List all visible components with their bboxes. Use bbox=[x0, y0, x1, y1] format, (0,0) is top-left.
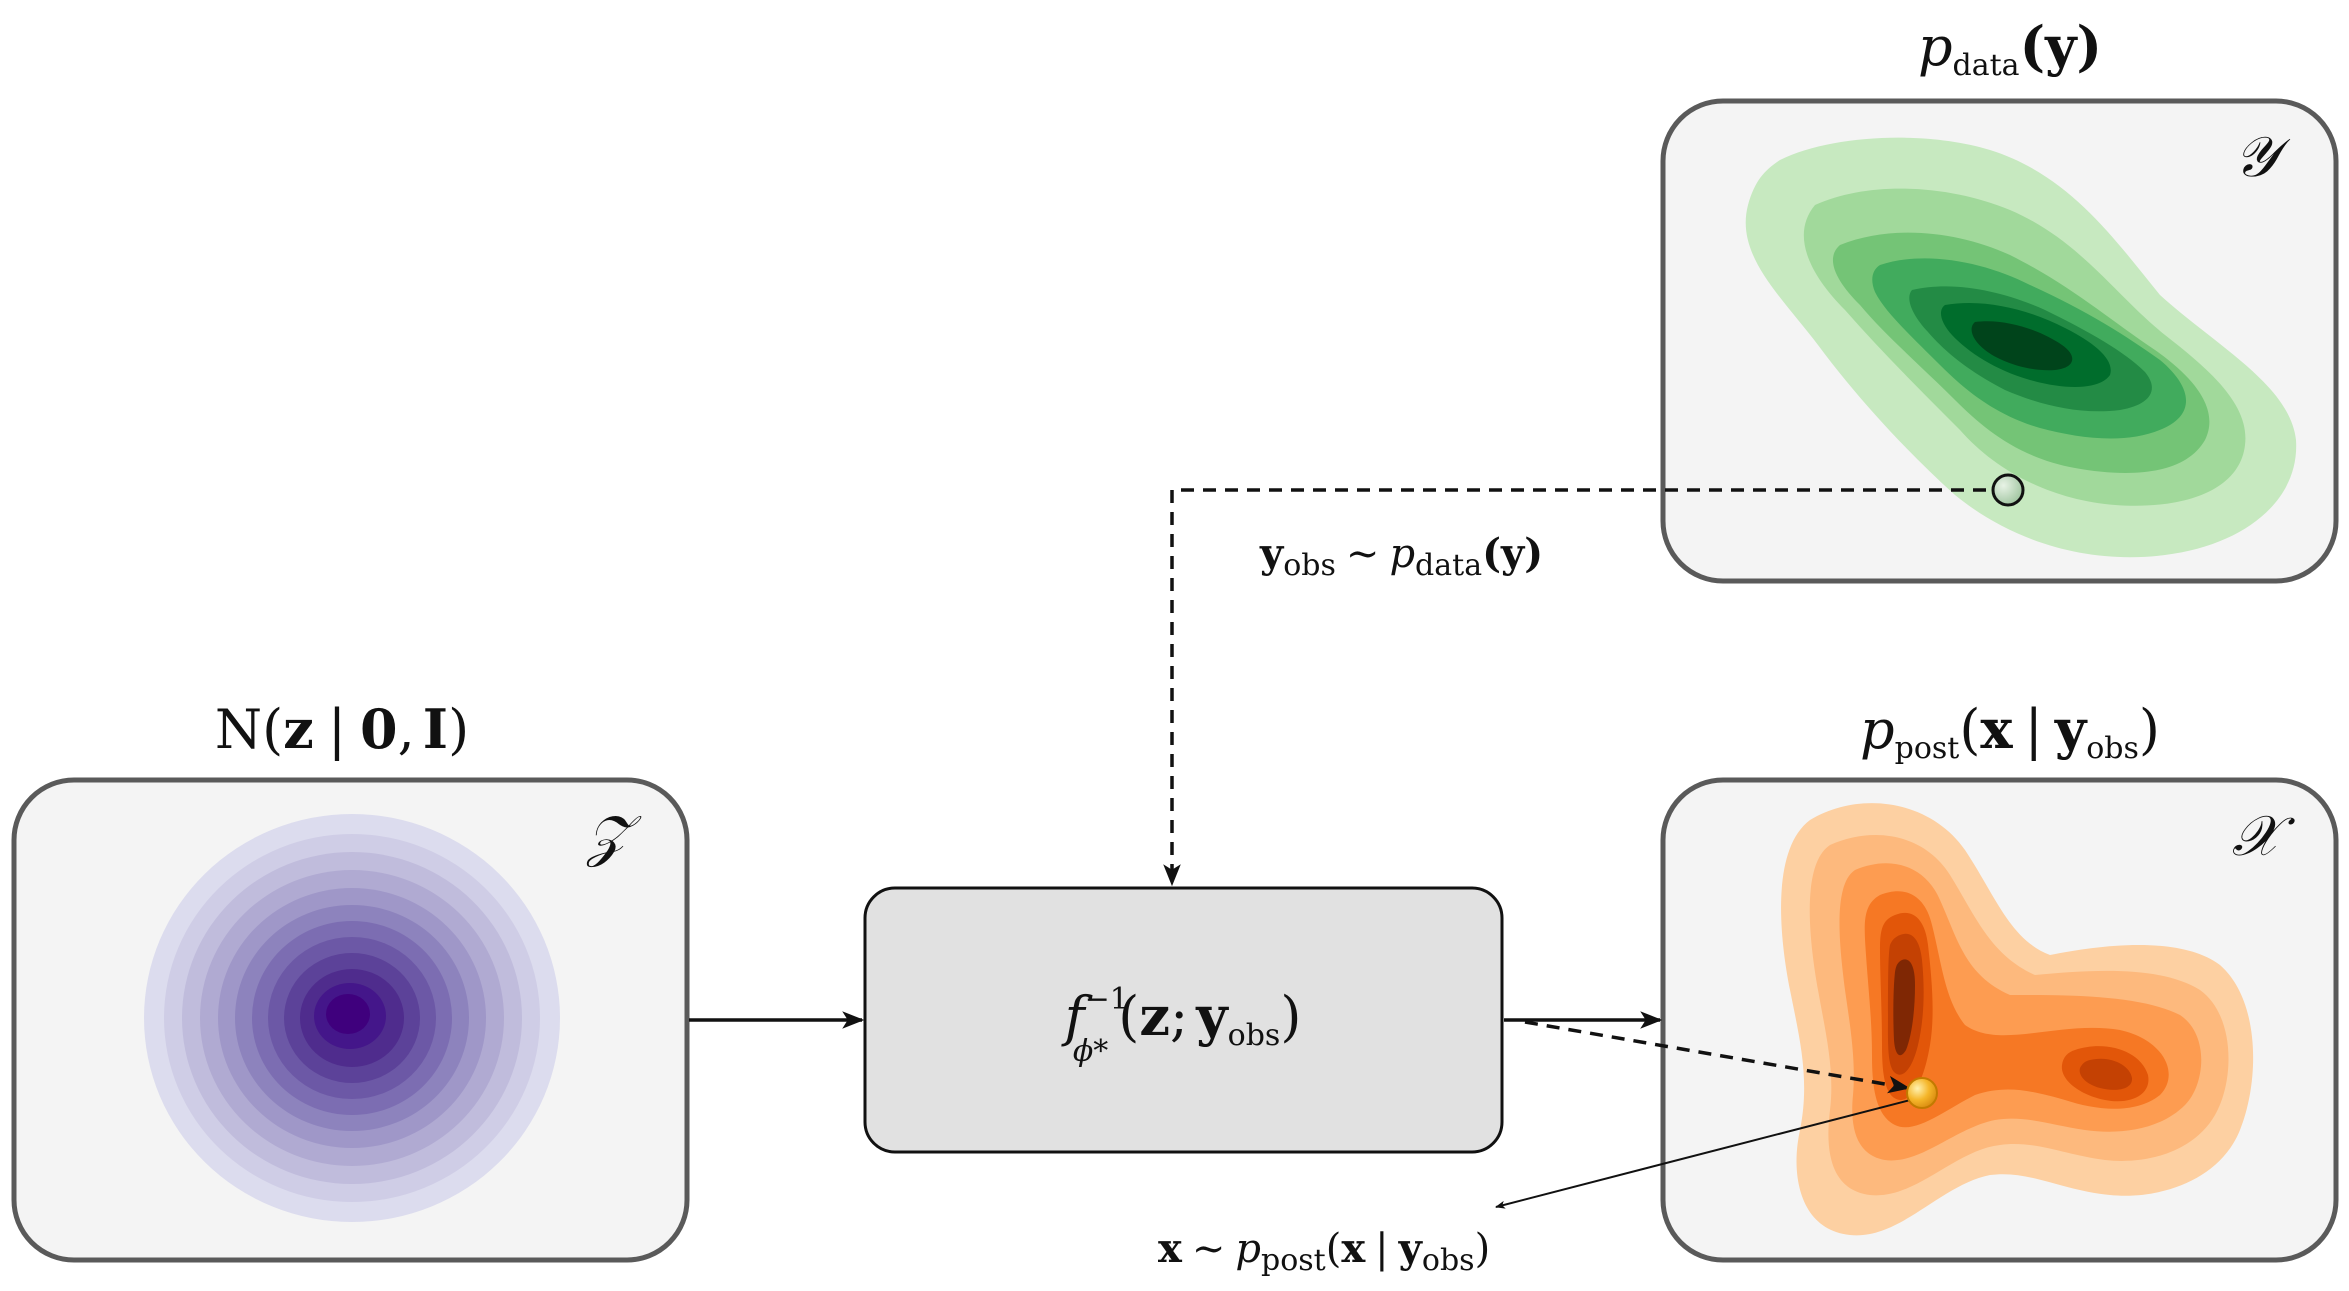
latent-title-sep: | bbox=[328, 698, 346, 761]
observation-label-psub: data bbox=[1415, 548, 1482, 583]
posterior-title-p: p bbox=[1860, 698, 1895, 761]
data-title: pdata(y) bbox=[1918, 14, 2102, 83]
latent-density-contours bbox=[144, 814, 560, 1222]
sample-label-sep: | bbox=[1375, 1226, 1388, 1272]
sample-label-close: ) bbox=[1475, 1226, 1491, 1272]
posterior-title-ysub: obs bbox=[2086, 731, 2139, 766]
latent-panel: 𝒵 bbox=[11, 777, 690, 1263]
observation-label-tilde: ∼ bbox=[1346, 531, 1380, 577]
latent-title-prefix: N bbox=[215, 698, 262, 761]
flow-box-frame bbox=[863, 886, 1504, 1154]
latent-title-mean: 0 bbox=[360, 697, 398, 761]
observation-label: yobs ∼pdata(y) bbox=[1259, 530, 1543, 583]
posterior-title-close: ) bbox=[2139, 698, 2160, 761]
data-title-p: p bbox=[1918, 15, 1953, 78]
posterior-density-contours bbox=[1781, 803, 2254, 1236]
posterior-panel: 𝒳 bbox=[1660, 777, 2339, 1263]
posterior-sample-marker bbox=[1906, 1077, 1938, 1109]
posterior-title: ppost(x|yobs) bbox=[1860, 697, 2160, 766]
observation-label-arg: (y) bbox=[1482, 530, 1543, 577]
arrow-sample-to-label bbox=[1495, 1097, 1919, 1209]
data-panel: 𝒴 bbox=[1660, 98, 2339, 584]
sample-label-x: x bbox=[1158, 1225, 1183, 1272]
sample-label-open: ( bbox=[1326, 1226, 1342, 1272]
posterior-title-sub: post bbox=[1895, 731, 1960, 766]
sample-label-y: y bbox=[1398, 1225, 1424, 1272]
latent-title-cov: I bbox=[423, 697, 448, 761]
sample-label-ysub: obs bbox=[1422, 1243, 1475, 1278]
observation-label-p: p bbox=[1389, 531, 1415, 577]
sample-label-tilde: ∼ bbox=[1192, 1226, 1226, 1272]
sample-label-x2: x bbox=[1341, 1225, 1366, 1272]
latent-title-var: z bbox=[283, 697, 314, 761]
flow-y: y bbox=[1195, 984, 1229, 1048]
data-density-contours bbox=[1745, 137, 2297, 558]
latent-title-comma: , bbox=[398, 698, 415, 761]
flow-open: ( bbox=[1118, 985, 1139, 1048]
observed-point-marker bbox=[1991, 473, 2025, 507]
latent-title: N(z|0,I) bbox=[215, 697, 469, 761]
flow-sup: −1 bbox=[1085, 982, 1129, 1017]
data-title-sub: data bbox=[1953, 48, 2020, 83]
latent-title-open: ( bbox=[262, 698, 283, 761]
data-title-arg: (y) bbox=[2020, 14, 2102, 78]
sample-label: x∼ppost(x|yobs) bbox=[1158, 1225, 1490, 1278]
latent-title-close: ) bbox=[448, 698, 469, 761]
sample-label-psub: post bbox=[1261, 1243, 1326, 1278]
flow-sub: ϕ* bbox=[1073, 1034, 1108, 1069]
flow-close: ) bbox=[1280, 985, 1301, 1048]
posterior-title-y: y bbox=[2054, 697, 2088, 761]
posterior-title-sep: | bbox=[2025, 698, 2043, 761]
observation-label-y: y bbox=[1259, 530, 1285, 577]
posterior-title-x: x bbox=[1980, 697, 2013, 761]
sample-label-p: p bbox=[1235, 1226, 1261, 1272]
flow-z: z bbox=[1139, 984, 1170, 1048]
observation-label-ysub: obs bbox=[1283, 548, 1336, 583]
arrow-observation-to-flow bbox=[1163, 488, 2008, 887]
posterior-title-open: ( bbox=[1959, 698, 1980, 761]
flow-ysub: obs bbox=[1228, 1018, 1281, 1053]
flow-semi: ; bbox=[1170, 985, 1188, 1048]
